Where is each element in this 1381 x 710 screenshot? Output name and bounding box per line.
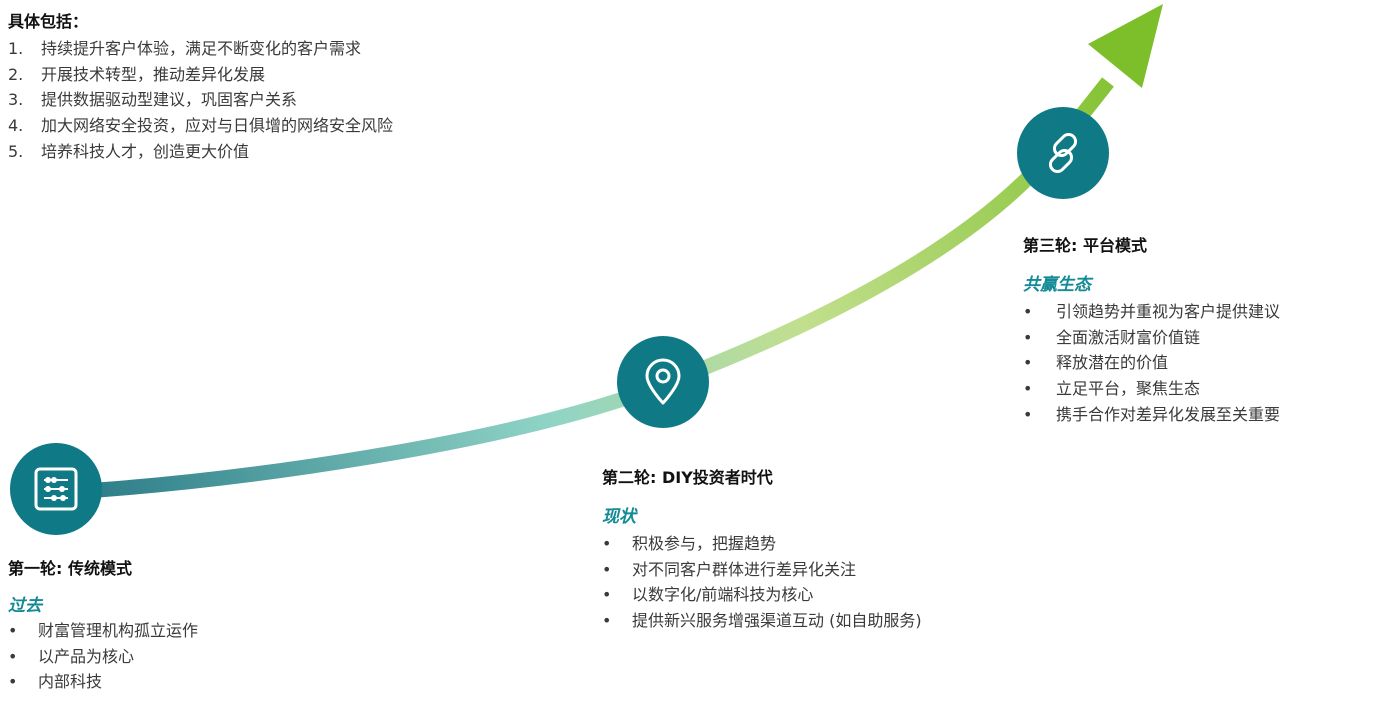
list-item: •提供新兴服务增强渠道互动 (如自助服务)	[602, 611, 922, 631]
list-item: 3.提供数据驱动型建议，巩固客户关系	[8, 90, 298, 110]
list-item: 2.开展技术转型，推动差异化发展	[8, 64, 266, 84]
list-item: •携手合作对差异化发展至关重要	[1023, 404, 1281, 424]
stage-bullets: •财富管理机构孤立运作 •以产品为核心 •内部科技	[8, 618, 198, 695]
list-item: •立足平台，聚焦生态	[1023, 379, 1201, 399]
stage-1-panel: 第一轮: 传统模式 过去 •财富管理机构孤立运作 •以产品为核心 •内部科技	[8, 555, 198, 695]
stage-title: 第一轮: 传统模式	[8, 559, 132, 578]
intro-heading: 具体包括：	[8, 12, 89, 31]
stage-bullets: •引领趋势并重视为客户提供建议 •全面激活财富价值链 •释放潜在的价值 •立足平…	[1023, 299, 1280, 428]
list-item: •对不同客户群体进行差异化关注	[602, 559, 857, 579]
list-item: •引领趋势并重视为客户提供建议	[1023, 302, 1281, 321]
list-item: •以产品为核心	[8, 646, 135, 666]
stage-subtitle: 共赢生态	[1023, 275, 1091, 295]
list-item: •全面激活财富价值链	[1023, 327, 1201, 347]
stage-2-panel: 第二轮: DIY投资者时代 现状 •积极参与，把握趋势 •对不同客户群体进行差异…	[602, 464, 922, 634]
stage-title: 第三轮: 平台模式	[1023, 236, 1147, 255]
stage-3-panel: 第三轮: 平台模式 共赢生态 •引领趋势并重视为客户提供建议 •全面激活财富价值…	[1023, 232, 1280, 428]
stage-subtitle: 过去	[8, 596, 42, 616]
location-pin-icon	[617, 336, 709, 428]
stage-subtitle: 现状	[602, 507, 636, 527]
list-item: 1.持续提升客户体验，满足不断变化的客户需求	[8, 39, 362, 58]
abacus-icon	[10, 443, 102, 535]
curve-arrowhead	[1088, 4, 1163, 88]
list-item: 4.加大网络安全投资，应对与日俱增的网络安全风险	[8, 116, 394, 136]
intro-section: 具体包括： 1.持续提升客户体验，满足不断变化的客户需求 2.开展技术转型，推动…	[8, 8, 393, 165]
list-item: 5.培养科技人才，创造更大价值	[8, 141, 250, 161]
stage-title: 第二轮: DIY投资者时代	[602, 468, 773, 487]
intro-list: 1.持续提升客户体验，满足不断变化的客户需求 2.开展技术转型，推动差异化发展 …	[8, 36, 393, 165]
list-item: •释放潜在的价值	[1023, 353, 1169, 373]
list-item: •内部科技	[8, 672, 103, 692]
chain-link-icon	[1017, 107, 1109, 199]
stage-bullets: •积极参与，把握趋势 •对不同客户群体进行差异化关注 •以数字化/前端科技为核心…	[602, 531, 922, 634]
list-item: •以数字化/前端科技为核心	[602, 585, 814, 605]
list-item: •积极参与，把握趋势	[602, 534, 777, 553]
list-item: •财富管理机构孤立运作	[8, 621, 199, 640]
